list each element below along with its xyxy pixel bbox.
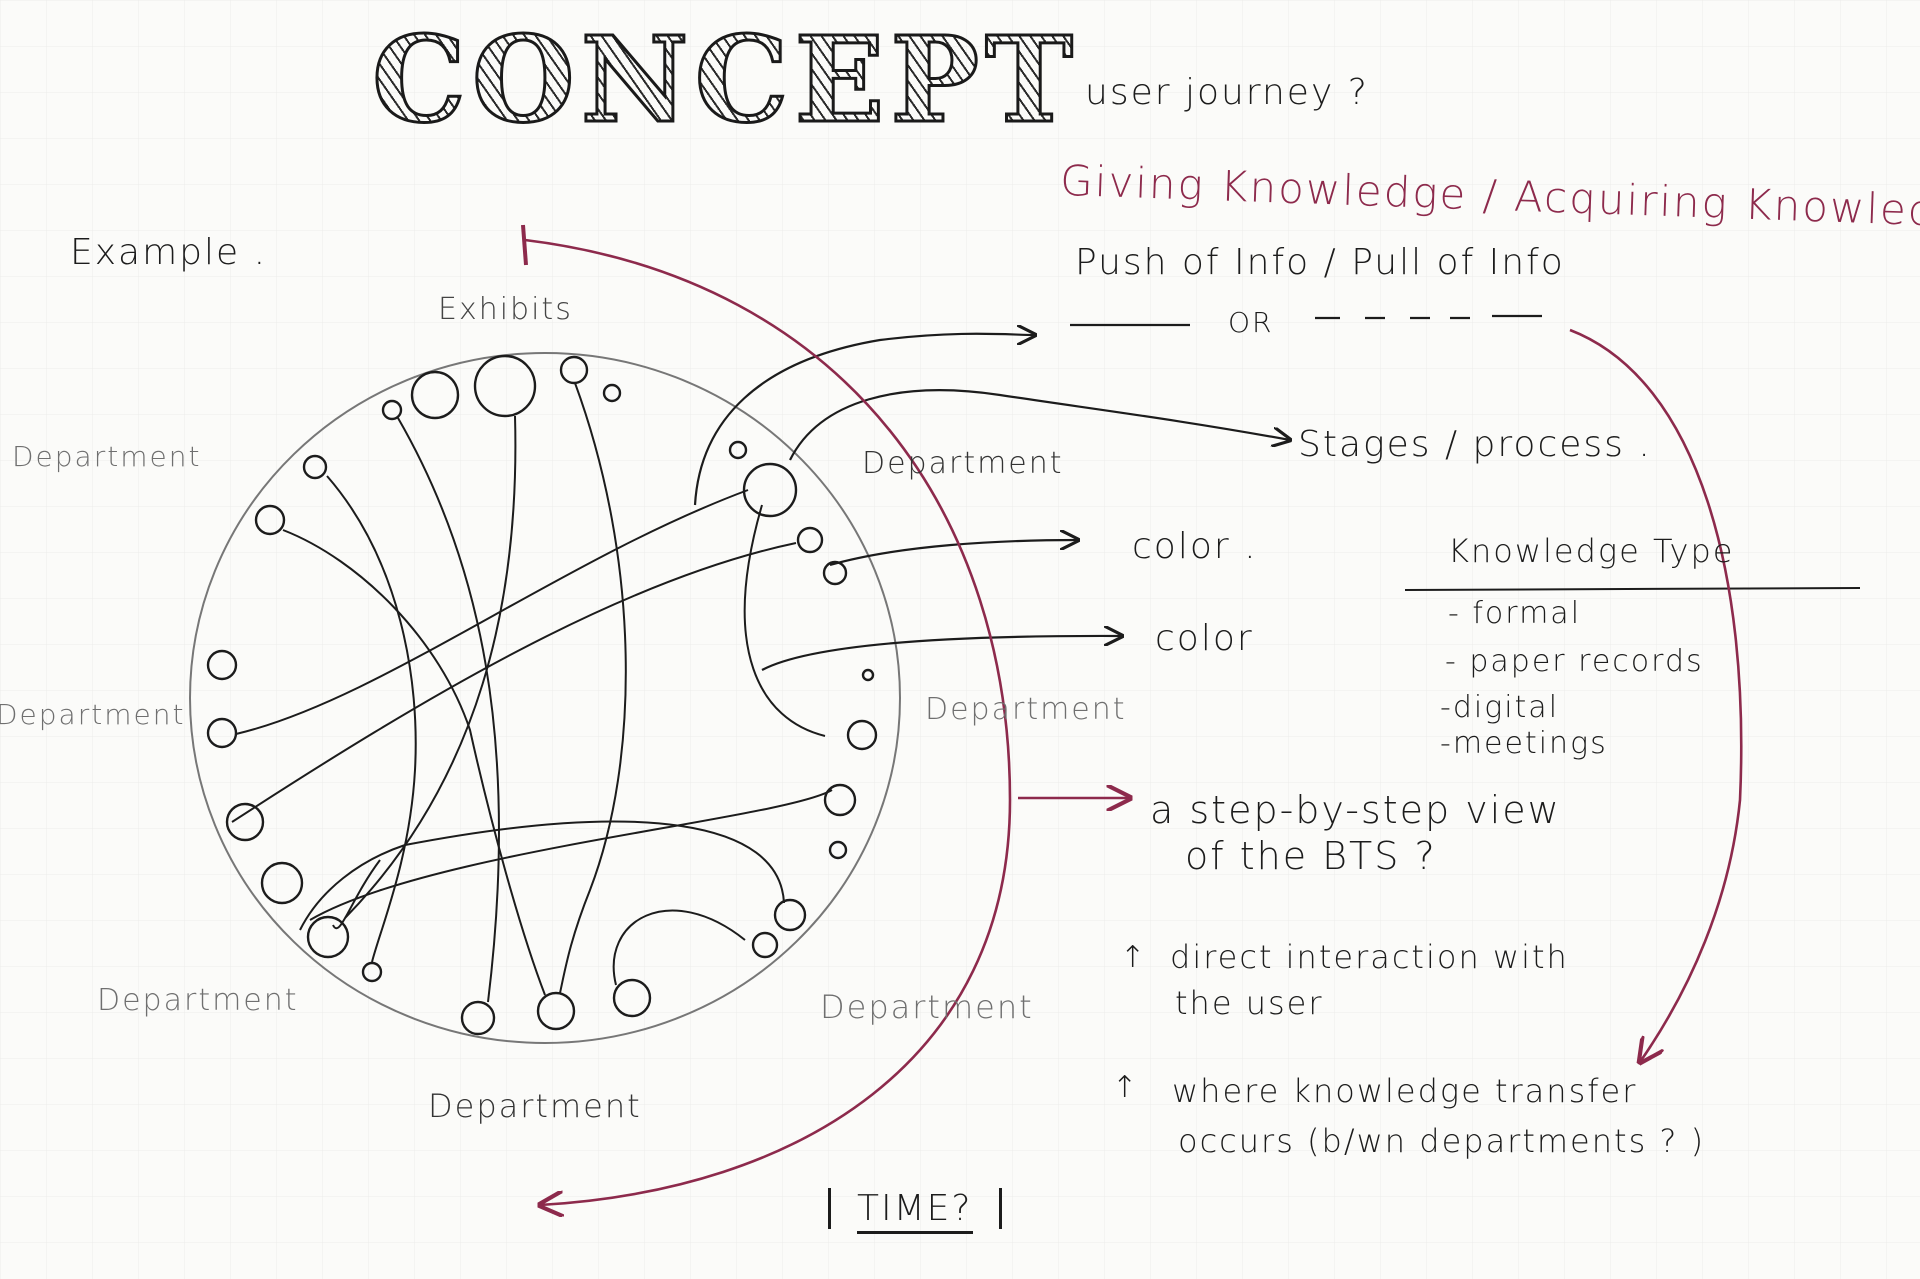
node <box>728 440 748 460</box>
exhibits-label: Exhibits <box>438 292 573 327</box>
node <box>822 560 848 586</box>
knowledge-type-heading: Knowledge Type <box>1448 532 1735 570</box>
knowledge-type-item: -meetings <box>1440 726 1608 761</box>
time-label: TIME? <box>857 1188 973 1234</box>
step-view-line1: a step-by-step view <box>1150 788 1561 832</box>
node <box>260 861 304 905</box>
node <box>473 354 537 418</box>
node <box>460 1000 496 1036</box>
department-label-top-left: Department <box>12 440 202 473</box>
node <box>612 978 652 1018</box>
node <box>773 898 807 932</box>
maroon-arrows <box>521 224 1743 1205</box>
stages-process-label: Stages / process . <box>1298 424 1652 465</box>
department-label-right: Department <box>925 692 1127 727</box>
user-journey-arrow <box>1569 328 1743 1062</box>
node <box>559 355 589 385</box>
node <box>823 783 857 817</box>
color-label-2: color <box>1155 618 1254 659</box>
node <box>602 383 622 403</box>
department-circle <box>189 352 901 1044</box>
department-label-bottom-left: Department <box>97 983 299 1018</box>
transfer-line1: where knowledge transfer <box>1172 1072 1638 1110</box>
transfer-line2: occurs (b/wn departments ? ) <box>1178 1122 1706 1160</box>
node <box>742 462 798 518</box>
transfer-bullet: ↑ <box>1112 1070 1140 1105</box>
node <box>206 649 238 681</box>
time-label-box: TIME? <box>828 1188 1002 1234</box>
department-label-bottom: Department <box>428 1087 642 1125</box>
node <box>751 931 779 959</box>
node <box>302 454 328 480</box>
or-label: OR <box>1228 306 1274 339</box>
knowledge-type-item: - formal <box>1448 596 1582 631</box>
node <box>381 399 403 421</box>
node <box>796 526 824 554</box>
knowledge-type-item: -digital <box>1440 690 1560 725</box>
annotation-arrows <box>693 314 1861 671</box>
step-view-line2: of the BTS ? <box>1185 834 1437 878</box>
node <box>361 961 383 983</box>
direct-interaction-line2: the user <box>1175 984 1324 1022</box>
direct-interaction-bullet: ↑ <box>1120 940 1148 975</box>
department-label-left: Department <box>0 698 186 731</box>
department-label-top-right: Department <box>862 446 1064 481</box>
knowledge-connections <box>231 382 833 1003</box>
node <box>861 668 875 682</box>
page-title: CONCEPT <box>371 9 1079 151</box>
page-title-hatching: CONCEPT <box>372 10 1079 149</box>
node <box>536 991 576 1031</box>
node <box>306 915 350 959</box>
node <box>225 802 265 842</box>
node <box>846 719 878 751</box>
node <box>410 370 460 420</box>
node <box>254 504 286 536</box>
department-label-bottom-right: Department <box>820 988 1034 1026</box>
node-circles <box>206 354 878 1036</box>
push-pull-info: Push of Info / Pull of Info <box>1075 242 1565 283</box>
time-loop-arrow <box>524 238 1012 1205</box>
node <box>828 840 848 860</box>
knowledge-type-item: - paper records <box>1445 644 1704 679</box>
page-subtitle: user journey ? <box>1085 72 1369 113</box>
color-label-1: color . <box>1132 526 1258 567</box>
example-label: Example . <box>70 232 268 273</box>
direct-interaction-line1: direct interaction with <box>1170 938 1569 976</box>
